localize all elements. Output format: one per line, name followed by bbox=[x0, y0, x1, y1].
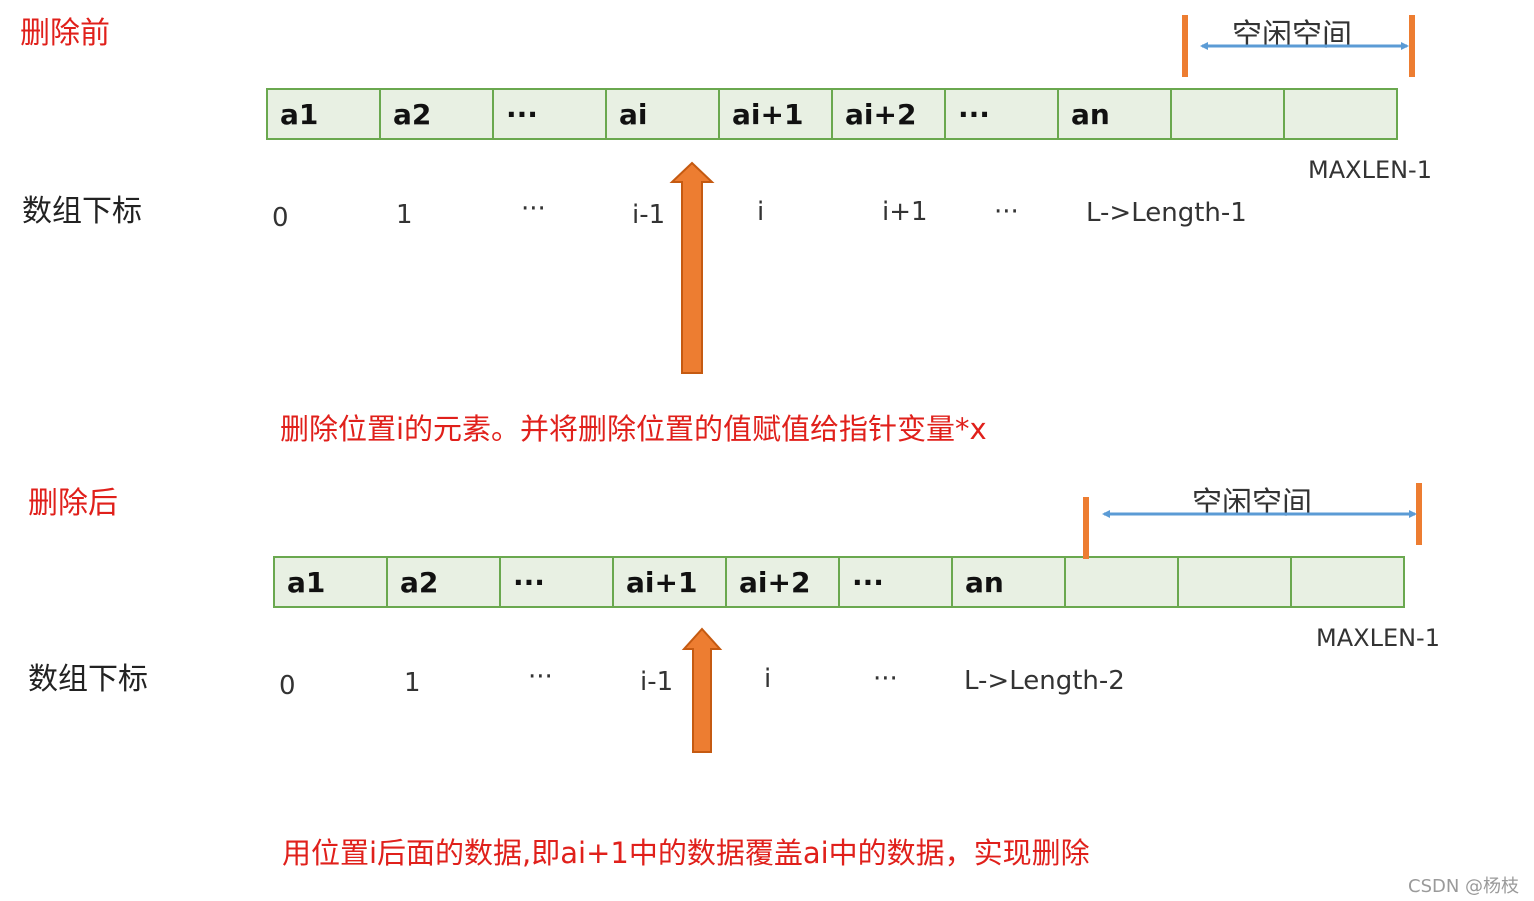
before-cell bbox=[1283, 88, 1398, 140]
after-index: i-1 bbox=[640, 667, 674, 697]
before-index: i-1 bbox=[632, 200, 666, 230]
before-index: ··· bbox=[521, 194, 546, 224]
after-up-arrow bbox=[681, 627, 723, 753]
after-maxlen-label: MAXLEN-1 bbox=[1316, 624, 1440, 652]
before-maxlen-label: MAXLEN-1 bbox=[1308, 156, 1432, 184]
before-up-arrow bbox=[669, 161, 715, 374]
after-index: ··· bbox=[528, 662, 553, 692]
before-index: i bbox=[757, 197, 765, 227]
before-free-start-marker bbox=[1182, 15, 1188, 77]
before-index: 1 bbox=[396, 200, 413, 230]
before-cell: ··· bbox=[492, 88, 607, 140]
before-index: ··· bbox=[994, 197, 1019, 227]
after-cell: a1 bbox=[273, 556, 388, 608]
before-array: a1 a2 ··· ai ai+1 ai+2 ··· an bbox=[266, 88, 1398, 140]
before-index: i+1 bbox=[882, 197, 928, 227]
before-index-row-label: 数组下标 bbox=[22, 194, 142, 229]
before-cell: ai+2 bbox=[831, 88, 946, 140]
after-free-end-marker bbox=[1416, 483, 1422, 545]
before-title: 删除前 bbox=[20, 16, 110, 51]
after-note: 用位置i后面的数据,即ai+1中的数据覆盖ai中的数据，实现删除 bbox=[282, 836, 1090, 870]
before-index: L->Length-1 bbox=[1086, 198, 1247, 228]
before-note: 删除位置i的元素。并将删除位置的值赋值给指针变量*x bbox=[280, 412, 987, 446]
after-index-row-label: 数组下标 bbox=[28, 662, 148, 697]
after-index: i bbox=[764, 664, 772, 694]
after-index: 0 bbox=[279, 671, 296, 701]
after-cell bbox=[1064, 556, 1179, 608]
before-cell: ··· bbox=[944, 88, 1059, 140]
after-cell bbox=[1290, 556, 1405, 608]
after-cell: ai+2 bbox=[725, 556, 840, 608]
after-index: 1 bbox=[404, 668, 421, 698]
after-index: L->Length-2 bbox=[964, 666, 1125, 696]
after-cell: a2 bbox=[386, 556, 501, 608]
before-cell: ai bbox=[605, 88, 720, 140]
watermark: CSDN @杨枝 bbox=[1408, 876, 1520, 897]
after-cell bbox=[1177, 556, 1292, 608]
before-cell: a2 bbox=[379, 88, 494, 140]
before-index: 0 bbox=[272, 203, 289, 233]
before-cell: a1 bbox=[266, 88, 381, 140]
before-cell: an bbox=[1057, 88, 1172, 140]
after-array: a1 a2 ··· ai+1 ai+2 ··· an bbox=[273, 556, 1405, 608]
before-free-end-marker bbox=[1409, 15, 1415, 77]
after-index: ··· bbox=[873, 664, 898, 694]
after-title: 删除后 bbox=[28, 486, 118, 521]
after-free-start-marker bbox=[1083, 497, 1089, 559]
after-cell: ··· bbox=[499, 556, 614, 608]
